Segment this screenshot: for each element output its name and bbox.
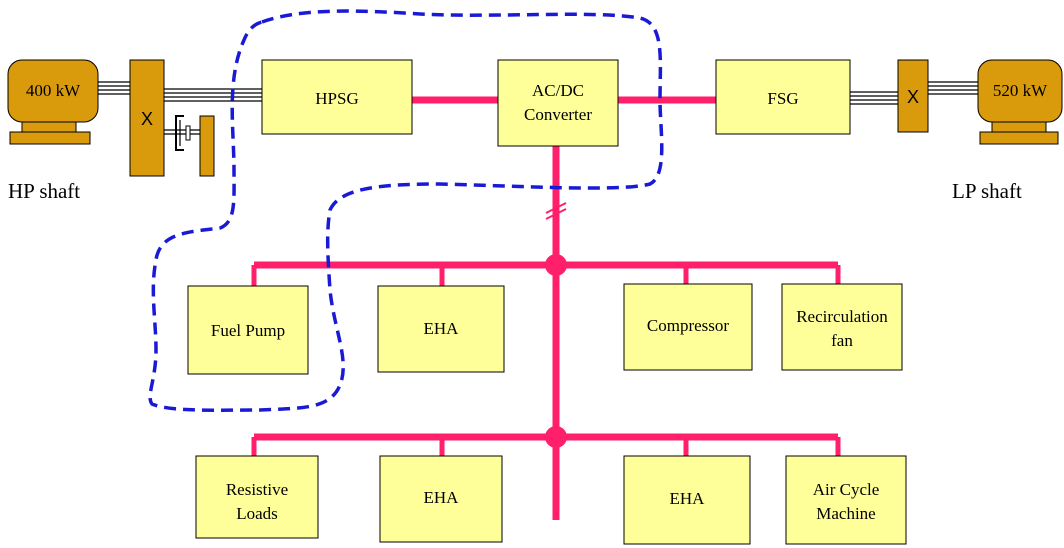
converter-box: AC/DC Converter — [497, 59, 619, 147]
load-resistive-loads: Resistive Loads — [195, 455, 319, 539]
hp-shaft-label: HP shaft — [8, 179, 80, 203]
hpsg-box: HPSG — [261, 59, 413, 135]
load-compressor: Compressor — [623, 283, 753, 371]
converter-label-line2: Converter — [524, 105, 592, 124]
fsg-label: FSG — [767, 89, 798, 108]
dc-marker-icon — [545, 202, 567, 220]
hpsg-label: HPSG — [315, 89, 358, 108]
load-label-line1: Resistive — [226, 480, 288, 499]
fsg-box: FSG — [715, 59, 851, 135]
hp-gearbox: X — [129, 59, 165, 177]
load-eha-1: EHA — [377, 285, 505, 373]
load-label: Compressor — [647, 316, 730, 335]
load-label-line2: fan — [831, 331, 853, 350]
fuel-system-boundary — [148, 9, 664, 412]
load-label: EHA — [670, 489, 706, 508]
converter-label-line1: AC/DC — [532, 81, 584, 100]
lp-gearbox: X — [897, 59, 929, 133]
hp-gearbox-label: X — [141, 109, 153, 129]
load-label: Fuel Pump — [211, 321, 285, 340]
bus-junction-2 — [545, 426, 567, 448]
load-label: EHA — [424, 488, 460, 507]
bus-junction-1 — [545, 254, 567, 276]
lp-gearbox-label: X — [907, 87, 919, 107]
load-recirculation-fan: Recirculation fan — [781, 283, 903, 371]
hp-clutch-icon — [164, 115, 215, 177]
load-label: EHA — [424, 319, 460, 338]
load-label-line1: Recirculation — [796, 307, 888, 326]
load-fuel-pump: Fuel Pump — [187, 285, 309, 375]
lp-shaft-label: LP shaft — [952, 179, 1022, 203]
hp-engine: 400 kW — [7, 59, 99, 145]
load-label-line2: Machine — [816, 504, 875, 523]
hp-shaft — [98, 81, 262, 102]
lp-engine: 520 kW — [977, 59, 1063, 145]
hp-power-label: 400 kW — [26, 81, 81, 100]
load-label-line2: Loads — [236, 504, 278, 523]
load-eha-2: EHA — [379, 455, 503, 543]
load-eha-3: EHA — [623, 455, 751, 545]
load-air-cycle-machine: Air Cycle Machine — [785, 455, 907, 545]
lp-shaft — [850, 81, 978, 105]
load-label-line1: Air Cycle — [813, 480, 880, 499]
lp-power-label: 520 kW — [993, 81, 1048, 100]
